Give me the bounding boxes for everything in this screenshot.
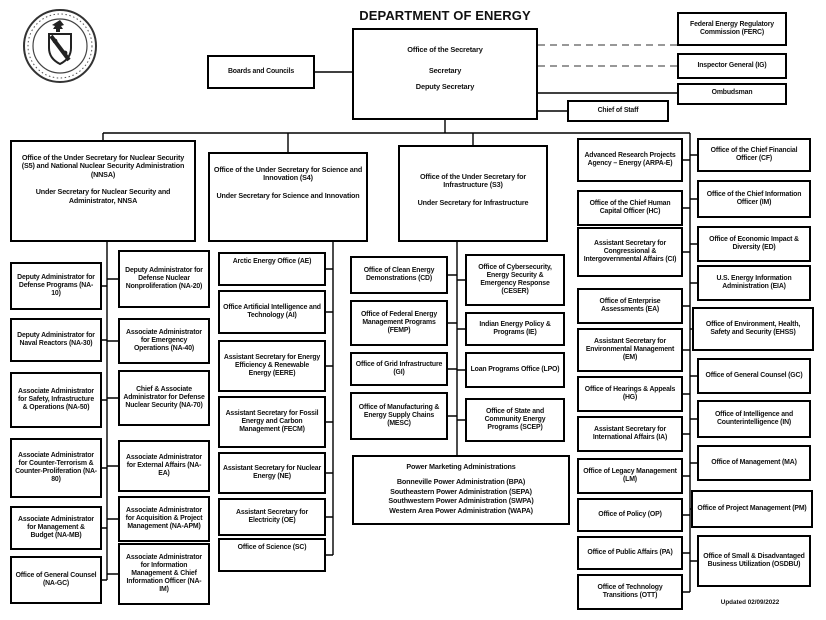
box-na-mb: Associate Administrator for Management &… bbox=[10, 506, 102, 550]
infrastructure-subtitle: Under Secretary for Infrastructure bbox=[417, 197, 529, 207]
box-na-10: Deputy Administrator for Defense Program… bbox=[10, 262, 102, 310]
pma-bpa: Bonneville Power Administration (BPA) bbox=[396, 477, 526, 487]
box-ea: Office of Enterprise Assessments (EA) bbox=[577, 288, 683, 324]
box-na-im: Associate Administrator for Information … bbox=[118, 543, 210, 605]
box-ie: Indian Energy Policy & Programs (IE) bbox=[465, 312, 565, 346]
box-na-30: Deputy Administrator for Naval Reactors … bbox=[10, 318, 102, 362]
box-ceser: Office of Cybersecurity, Energy Security… bbox=[465, 254, 565, 306]
pma-swpa: Southwestern Power Administration (SWPA) bbox=[388, 496, 534, 506]
box-in: Office of Intelligence and Counterintell… bbox=[697, 400, 811, 438]
box-femp: Office of Federal Energy Management Prog… bbox=[350, 300, 448, 346]
science-subtitle: Under Secretary for Science and Innovati… bbox=[216, 190, 360, 200]
box-hg: Office of Hearings & Appeals (HG) bbox=[577, 376, 683, 412]
pma-wapa: Western Area Power Administration (WAPA) bbox=[389, 505, 533, 515]
box-cd: Office of Clean Energy Demonstrations (C… bbox=[350, 256, 448, 294]
box-na-ea: Associate Administrator for External Aff… bbox=[118, 440, 210, 492]
box-ci: Assistant Secretary for Congressional & … bbox=[577, 227, 683, 277]
pma-sepa: Southeastern Power Administration (SEPA) bbox=[390, 486, 532, 496]
box-gc: Office of General Counsel (GC) bbox=[697, 358, 811, 394]
box-op: Office of Policy (OP) bbox=[577, 498, 683, 532]
box-na-50: Associate Administrator for Safety, Infr… bbox=[10, 372, 102, 428]
box-na-40: Associate Administrator for Emergency Op… bbox=[118, 318, 210, 364]
box-ferc: Federal Energy Regulatory Commission (FE… bbox=[677, 12, 787, 46]
box-lm: Office of Legacy Management (LM) bbox=[577, 458, 683, 494]
box-ia: Assistant Secretary for International Af… bbox=[577, 416, 683, 452]
box-eere: Assistant Secretary for Energy Efficienc… bbox=[218, 340, 326, 392]
box-ai: Office Artificial Intelligence and Techn… bbox=[218, 290, 326, 334]
box-eia: U.S. Energy Information Administration (… bbox=[697, 265, 811, 301]
box-na-gc: Office of General Counsel (NA-GC) bbox=[10, 556, 102, 604]
box-na-70: Chief & Associate Administrator for Defe… bbox=[118, 370, 210, 426]
box-arpa-e: Advanced Research Projects Agency – Ener… bbox=[577, 138, 683, 182]
box-ne: Assistant Secretary for Nuclear Energy (… bbox=[218, 452, 326, 494]
infrastructure-title: Office of the Under Secretary for Infras… bbox=[419, 172, 527, 190]
box-oe: Assistant Secretary for Electricity (OE) bbox=[218, 498, 326, 536]
box-inspector-general: Inspector General (IG) bbox=[677, 53, 787, 79]
box-hc: Office of the Chief Human Capital Office… bbox=[577, 190, 683, 226]
nnsa-subtitle: Under Secretary for Nuclear Security and… bbox=[35, 187, 171, 205]
nnsa-title: Office of the Under Secretary for Nuclea… bbox=[21, 153, 185, 179]
page-title: DEPARTMENT OF ENERGY bbox=[359, 8, 531, 23]
box-chief-of-staff: Chief of Staff bbox=[567, 100, 669, 122]
box-pm: Office of Project Management (PM) bbox=[691, 490, 813, 528]
box-ae: Arctic Energy Office (AE) bbox=[218, 252, 326, 286]
box-gi: Office of Grid Infrastructure (GI) bbox=[350, 352, 448, 386]
box-cf: Office of the Chief Financial Officer (C… bbox=[697, 138, 811, 172]
box-power-marketing-administrations: Power Marketing Administrations Bonnevil… bbox=[352, 455, 570, 525]
box-em: Assistant Secretary for Environmental Ma… bbox=[577, 328, 683, 372]
box-ombudsman: Ombudsman bbox=[677, 83, 787, 105]
box-na-apm: Associate Administrator for Acquisition … bbox=[118, 496, 210, 542]
pma-list: Bonneville Power Administration (BPA) So… bbox=[388, 477, 533, 516]
box-im: Office of the Chief Information Officer … bbox=[697, 180, 811, 218]
box-osdbu: Office of Small & Disadvantaged Business… bbox=[697, 535, 811, 587]
box-pa: Office of Public Affairs (PA) bbox=[577, 536, 683, 570]
seal-eagle bbox=[52, 20, 64, 32]
box-sc: Office of Science (SC) bbox=[218, 538, 326, 572]
box-ed: Office of Economic Impact & Diversity (E… bbox=[697, 226, 811, 262]
science-title: Office of the Under Secretary for Scienc… bbox=[213, 165, 363, 183]
box-under-secretary-nnsa: Office of the Under Secretary for Nuclea… bbox=[10, 140, 196, 242]
secretary-role-2: Deputy Secretary bbox=[415, 82, 475, 92]
box-office-of-the-secretary: Office of the Secretary Secretary Deputy… bbox=[352, 28, 538, 120]
box-scep: Office of State and Community Energy Pro… bbox=[465, 398, 565, 442]
box-lpo: Loan Programs Office (LPO) bbox=[465, 352, 565, 388]
box-boards-and-councils: Boards and Councils bbox=[207, 55, 315, 89]
box-ott: Office of Technology Transitions (OTT) bbox=[577, 574, 683, 610]
box-under-secretary-infrastructure: Office of the Under Secretary for Infras… bbox=[398, 145, 548, 242]
box-ma: Office of Management (MA) bbox=[697, 445, 811, 481]
box-under-secretary-science: Office of the Under Secretary for Scienc… bbox=[208, 152, 368, 242]
box-ehss: Office of Environment, Health, Safety an… bbox=[692, 307, 814, 351]
secretary-role-1: Secretary bbox=[428, 65, 462, 75]
box-na-80: Associate Administrator for Counter-Terr… bbox=[10, 438, 102, 498]
box-fecm: Assistant Secretary for Fossil Energy an… bbox=[218, 396, 326, 448]
box-na-20: Deputy Administrator for Defense Nuclear… bbox=[118, 250, 210, 308]
secretary-title: Office of the Secretary bbox=[407, 45, 483, 54]
box-mesc: Office of Manufacturing & Energy Supply … bbox=[350, 392, 448, 440]
updated-date: Updated 02/09/2022 bbox=[720, 599, 780, 606]
solid-connectors bbox=[102, 71, 697, 593]
pma-title: Power Marketing Administrations bbox=[406, 462, 516, 471]
dashed-connectors bbox=[538, 44, 677, 67]
doe-seal-icon bbox=[23, 9, 97, 83]
